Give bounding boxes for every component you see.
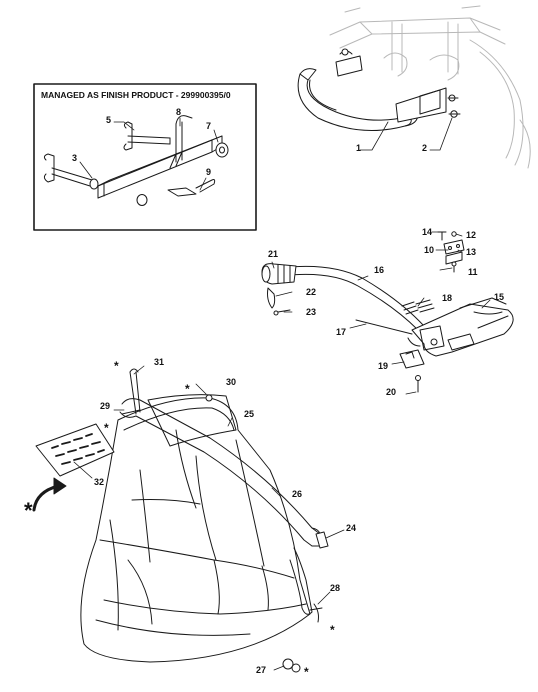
leader-lines bbox=[73, 117, 491, 671]
callout-19: 19 bbox=[378, 361, 389, 371]
inset-frame bbox=[33, 83, 257, 231]
asterisk-29: * bbox=[104, 421, 109, 435]
callout-14: 14 bbox=[422, 227, 433, 237]
callout-20: 20 bbox=[386, 387, 397, 397]
callout-24: 24 bbox=[346, 523, 357, 533]
callout-28: 28 bbox=[330, 583, 341, 593]
callout-18: 18 bbox=[442, 293, 453, 303]
callout-3: 3 bbox=[72, 153, 78, 163]
grass-catcher-bag bbox=[80, 368, 329, 673]
callout-11: 11 bbox=[468, 267, 478, 277]
arrow-head bbox=[53, 477, 67, 495]
callout-26: 26 bbox=[292, 489, 303, 499]
callout-8: 8 bbox=[176, 107, 182, 117]
callout-29: 29 bbox=[100, 401, 111, 411]
callout-30: 30 bbox=[226, 377, 237, 387]
callout-2: 2 bbox=[422, 143, 428, 153]
callout-16: 16 bbox=[374, 265, 385, 275]
callout-25: 25 bbox=[244, 409, 255, 419]
inset-title: MANAGED AS FINISH PRODUCT - 299900395/0 bbox=[41, 90, 231, 100]
callout-21: 21 bbox=[268, 249, 279, 259]
asterisk-arrow: * bbox=[24, 498, 33, 523]
callout-23: 23 bbox=[306, 307, 317, 317]
callout-17: 17 bbox=[336, 327, 347, 337]
asterisk-31: * bbox=[114, 359, 119, 373]
callout-1: 1 bbox=[356, 143, 362, 153]
callout-9: 9 bbox=[206, 167, 212, 177]
asterisk-28: * bbox=[330, 623, 335, 637]
callout-5: 5 bbox=[106, 115, 112, 125]
asterisk-27: * bbox=[304, 665, 309, 679]
tractor-chassis-faded bbox=[329, 5, 531, 169]
callout-31: 31 bbox=[154, 357, 165, 367]
label-sheet bbox=[35, 423, 115, 477]
callout-7: 7 bbox=[206, 121, 212, 131]
asterisk-30: * bbox=[185, 382, 190, 396]
small-hardware bbox=[437, 231, 465, 273]
front-bumper bbox=[297, 48, 461, 131]
callout-15: 15 bbox=[494, 292, 505, 302]
callout-32: 32 bbox=[94, 477, 105, 487]
callout-22: 22 bbox=[306, 287, 317, 297]
callout-13: 13 bbox=[466, 247, 477, 257]
lift-arm-assembly bbox=[261, 263, 514, 393]
callout-10: 10 bbox=[424, 245, 435, 255]
callout-12: 12 bbox=[466, 230, 477, 240]
callout-27: 27 bbox=[256, 665, 267, 675]
